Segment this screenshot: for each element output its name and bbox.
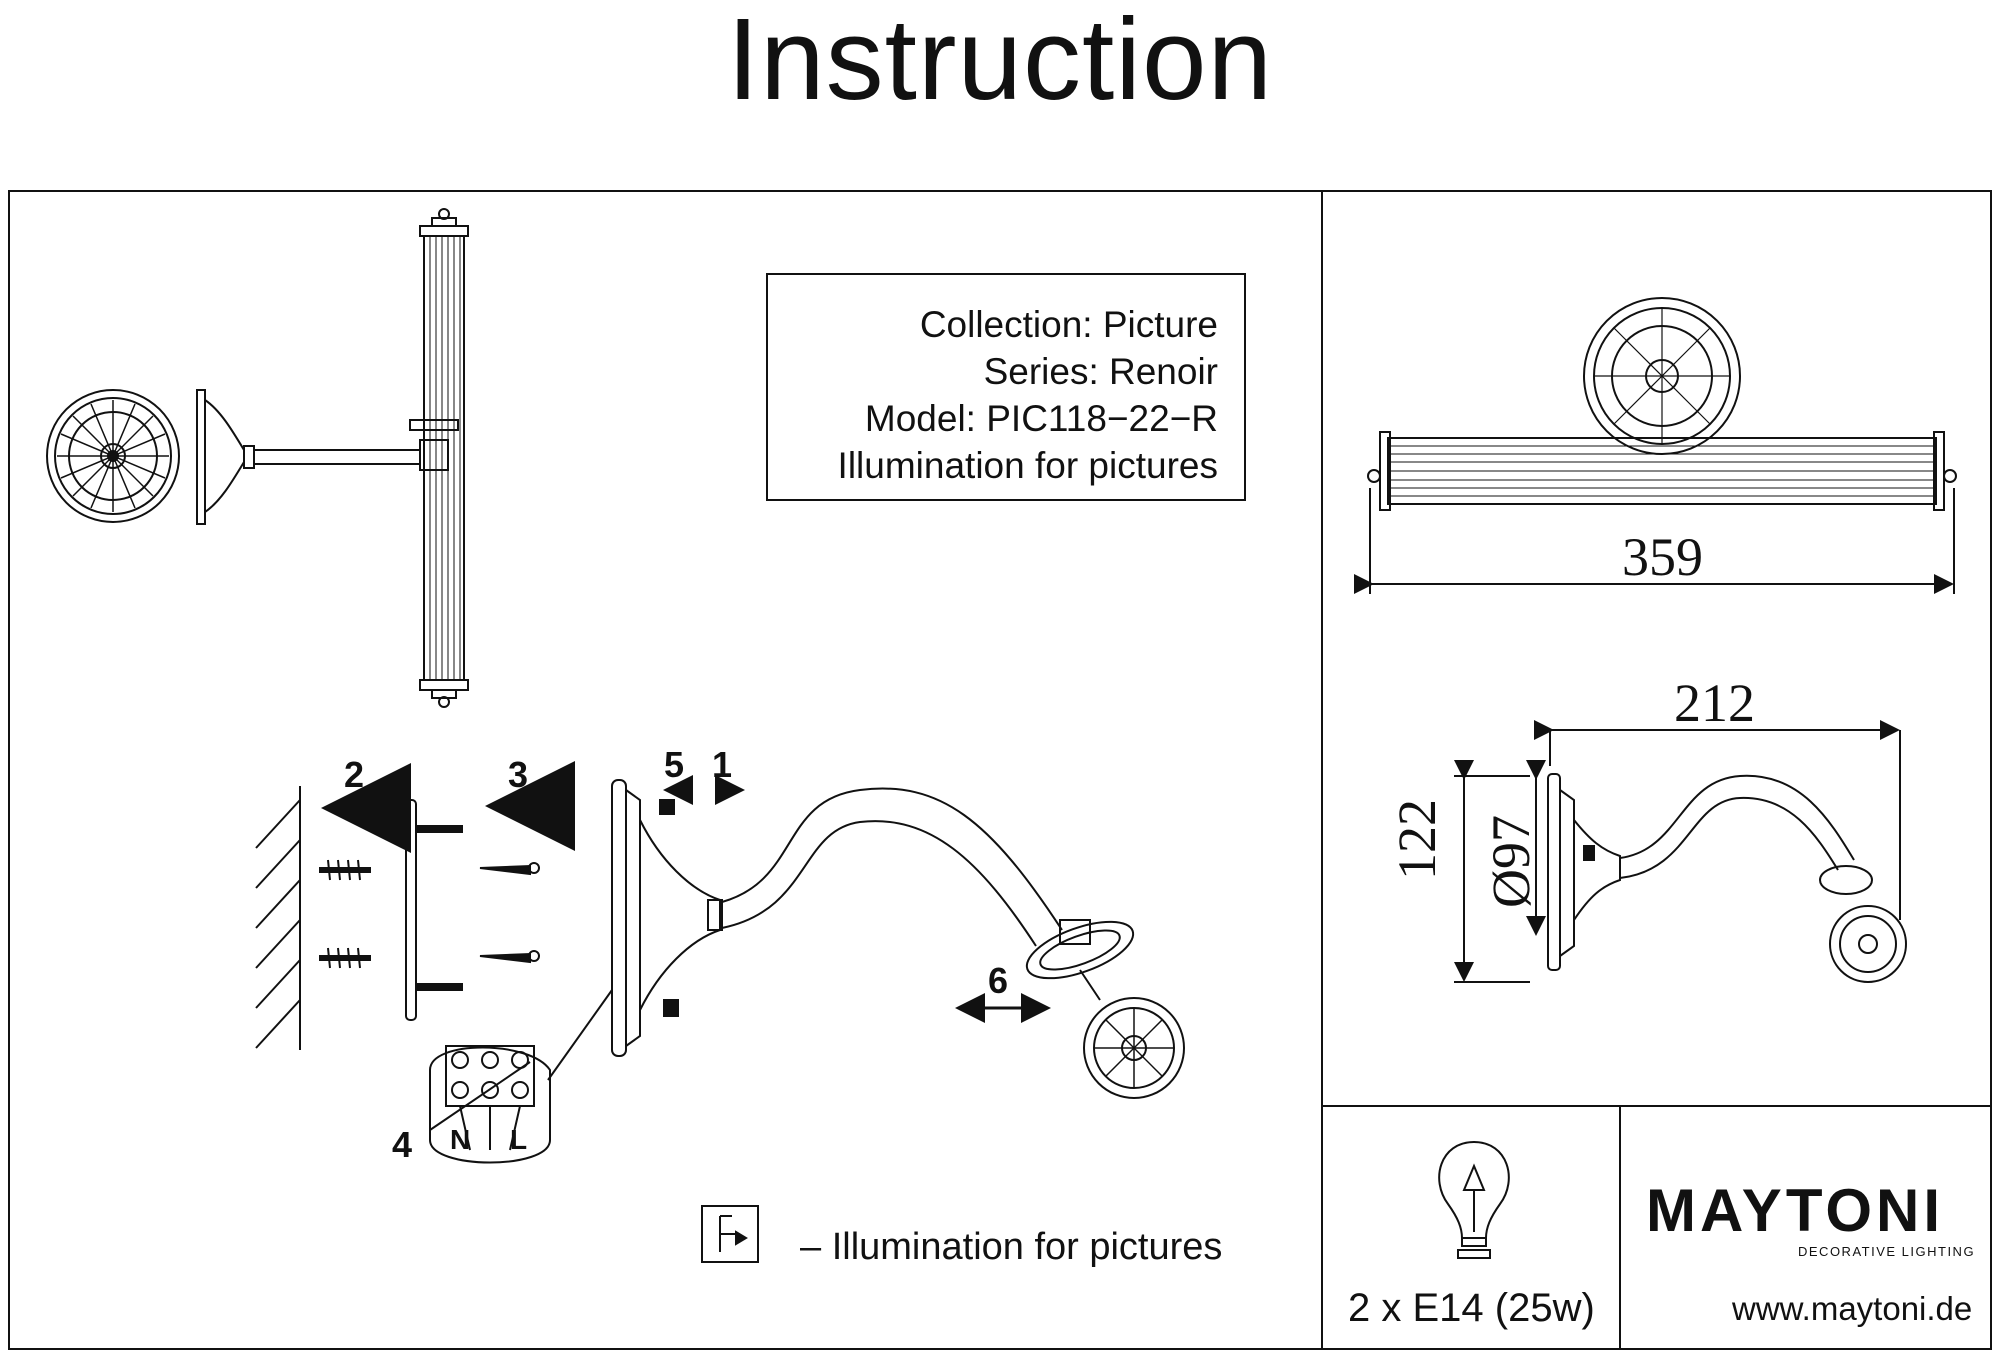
- bulb-icon: [1438, 1140, 1510, 1259]
- step-4: 4: [392, 1124, 413, 1165]
- dimension-height: 122: [1387, 799, 1447, 880]
- step-1: 1: [712, 744, 733, 785]
- step-5: 5: [664, 744, 685, 785]
- neutral-label: N: [450, 1124, 471, 1155]
- dimension-width: 359: [1622, 527, 1703, 587]
- step-3: 3: [508, 754, 529, 795]
- side-view-lamp: [611, 779, 1185, 1099]
- purpose-label: Illumination for pictures: [837, 445, 1218, 486]
- step-arrows: [321, 761, 575, 853]
- legend-text: – Illumination for pictures: [800, 1226, 1223, 1268]
- wall-hatching: [255, 786, 301, 1050]
- terminal-block: [429, 989, 613, 1164]
- step-6: 6: [988, 960, 1009, 1001]
- dimension-diameter: Ø97: [1481, 815, 1541, 908]
- wall-plugs: [319, 859, 371, 969]
- dimension-depth: 212: [1674, 673, 1755, 733]
- picture-light-icon: [701, 1205, 759, 1263]
- screws: [479, 862, 540, 964]
- rosette-icon: [46, 389, 180, 523]
- live-label: L: [510, 1124, 528, 1155]
- brand-tagline: DECORATIVE LIGHTING: [1798, 1244, 1976, 1259]
- brand-logo: MAYTONI: [1646, 1177, 1945, 1244]
- front-view-lamp: [46, 208, 469, 708]
- model-label: Model: PIC118−22−R: [864, 398, 1218, 439]
- step-2: 2: [344, 754, 365, 795]
- brand-url[interactable]: www.maytoni.de: [1732, 1290, 1973, 1327]
- series-label: Series: Renoir: [983, 351, 1218, 392]
- collection-label: Collection: Picture: [919, 304, 1218, 345]
- front-dimension-view: [1354, 297, 1957, 594]
- bulb-spec: 2 x E14 (25w): [1348, 1286, 1595, 1330]
- mounting-plate: [405, 799, 463, 1021]
- side-dimension-view: [1454, 720, 1907, 983]
- page-title: Instruction: [726, 0, 1274, 124]
- product-info-box: Collection: Picture Series: Renoir Model…: [766, 273, 1246, 501]
- frame-dividers: [1321, 190, 1992, 1350]
- instruction-frame: [8, 190, 1992, 1350]
